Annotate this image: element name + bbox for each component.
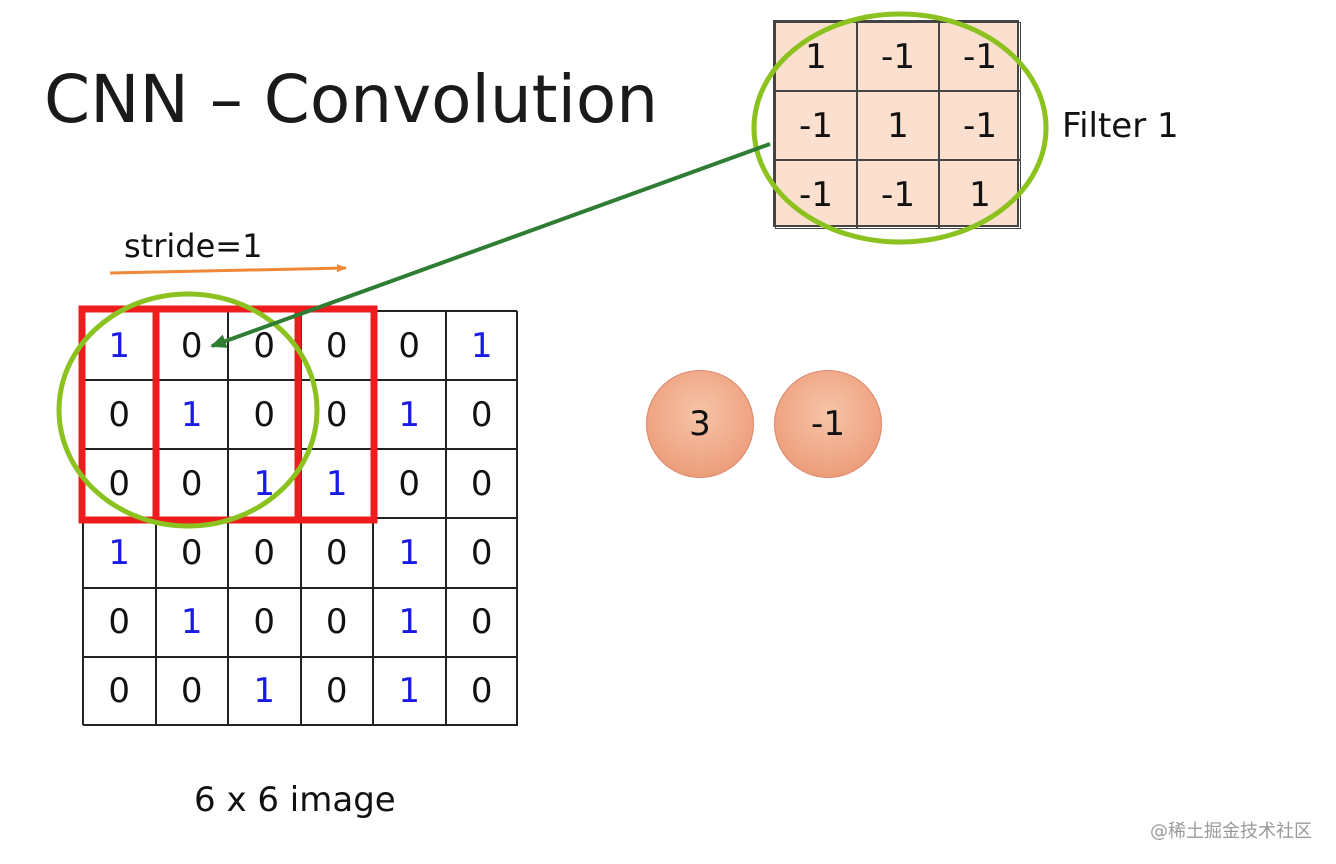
- image-cell: 0: [228, 311, 301, 381]
- image-cell: 0: [300, 518, 373, 588]
- image-cell: 0: [300, 587, 373, 657]
- image-cell: 0: [445, 656, 518, 726]
- filter-cell: 1: [857, 91, 939, 160]
- image-cell: 1: [155, 587, 228, 657]
- image-cell: 1: [83, 518, 156, 588]
- image-cell: 0: [373, 311, 446, 381]
- image-cell: 1: [155, 380, 228, 450]
- image-cell: 0: [373, 449, 446, 519]
- filter-cell: -1: [857, 22, 939, 91]
- image-cell: 1: [373, 587, 446, 657]
- filter-label: Filter 1: [1062, 106, 1179, 146]
- image-cell: 0: [83, 380, 156, 450]
- image-cell: 1: [373, 380, 446, 450]
- image-cell: 0: [83, 587, 156, 657]
- image-cell: 1: [83, 311, 156, 381]
- filter-cell: 1: [775, 22, 857, 91]
- filter-matrix: 1 -1 -1 -1 1 -1 -1 -1 1: [773, 20, 1021, 229]
- image-cell: 1: [300, 449, 373, 519]
- image-cell: 1: [228, 449, 301, 519]
- image-cell: 1: [228, 656, 301, 726]
- image-cell: 0: [155, 311, 228, 381]
- filter-cell: -1: [939, 22, 1021, 91]
- watermark: @稀土掘金技术社区: [1150, 821, 1312, 842]
- filter-cell: -1: [857, 160, 939, 229]
- image-cell: 0: [155, 449, 228, 519]
- slide-title: CNN – Convolution: [44, 61, 659, 138]
- image-cell: 0: [445, 380, 518, 450]
- image-cell: 0: [155, 656, 228, 726]
- result-value-1: 3: [646, 370, 754, 478]
- image-cell: 1: [373, 656, 446, 726]
- image-caption: 6 x 6 image: [194, 780, 396, 820]
- image-cell: 0: [228, 587, 301, 657]
- result-value-2: -1: [774, 370, 882, 478]
- image-cell: 0: [83, 656, 156, 726]
- image-cell: 0: [445, 587, 518, 657]
- image-cell: 0: [445, 449, 518, 519]
- image-matrix: 1 0 0 0 0 1 0 1 0 0 1 0 0 0 1 1 0 0 1 0 …: [82, 310, 518, 726]
- image-cell: 0: [155, 518, 228, 588]
- image-cell: 0: [300, 656, 373, 726]
- image-cell: 0: [300, 380, 373, 450]
- filter-cell: 1: [939, 160, 1021, 229]
- stride-arrow: [109, 264, 347, 275]
- image-cell: 0: [228, 380, 301, 450]
- filter-cell: -1: [775, 160, 857, 229]
- image-cell: 0: [83, 449, 156, 519]
- filter-cell: -1: [939, 91, 1021, 160]
- filter-cell: -1: [775, 91, 857, 160]
- image-cell: 0: [445, 518, 518, 588]
- image-cell: 0: [300, 311, 373, 381]
- image-cell: 1: [445, 311, 518, 381]
- image-cell: 0: [228, 518, 301, 588]
- image-cell: 1: [373, 518, 446, 588]
- stride-label: stride=1: [124, 227, 263, 265]
